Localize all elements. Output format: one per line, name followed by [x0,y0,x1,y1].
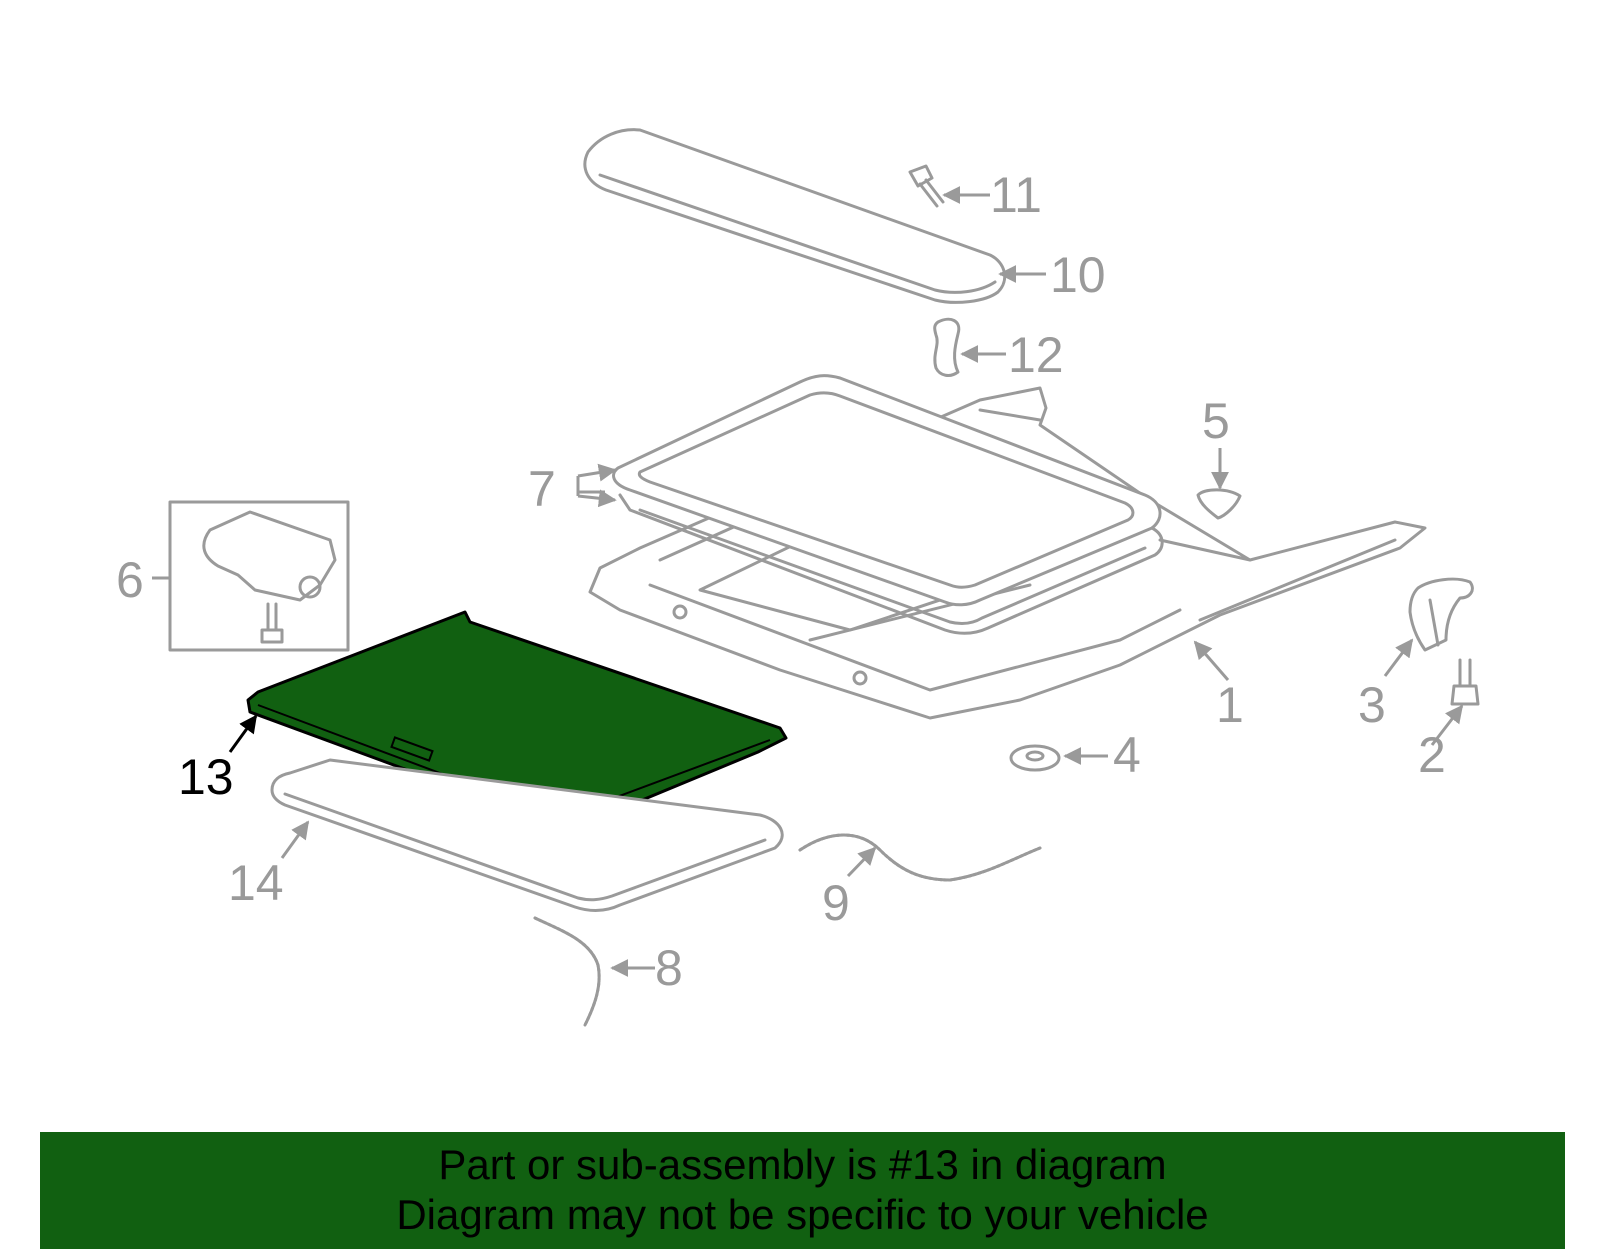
info-banner: Part or sub-assembly is #13 in diagram D… [40,1132,1565,1249]
leader-lines [152,186,1464,977]
part-11-bolt [908,164,945,208]
label-part-3: 3 [1358,677,1386,733]
label-part-14: 14 [228,855,284,911]
label-part-12: 12 [1008,327,1064,383]
label-part-6: 6 [116,552,144,608]
label-part-1: 1 [1216,677,1244,733]
part-10-glass-panel [583,128,1007,304]
banner-line-1: Part or sub-assembly is #13 in diagram [438,1141,1167,1188]
label-part-9: 9 [822,875,850,931]
label-part-7: 7 [528,461,556,517]
part-5-cap [1196,488,1242,520]
label-part-10: 10 [1050,247,1106,303]
label-part-8: 8 [655,940,683,996]
label-part-2: 2 [1418,727,1446,783]
label-part-4: 4 [1113,727,1141,783]
part-9-drain-hose [798,833,1042,882]
part-12-clip [933,317,961,377]
part-6-motor [168,500,350,652]
banner-line-2: Diagram may not be specific to your vehi… [396,1191,1209,1238]
part-4-washer [1009,744,1061,772]
label-part-5: 5 [1202,393,1230,449]
label-part-11: 11 [990,167,1042,223]
part-3-bracket [1408,577,1474,652]
part-8-drain-hose [533,916,601,1027]
label-part-13: 13 [178,749,234,805]
part-14-seal-frame [270,758,784,912]
part-7-seals [612,374,1164,635]
part-2-bolt [1450,658,1480,706]
